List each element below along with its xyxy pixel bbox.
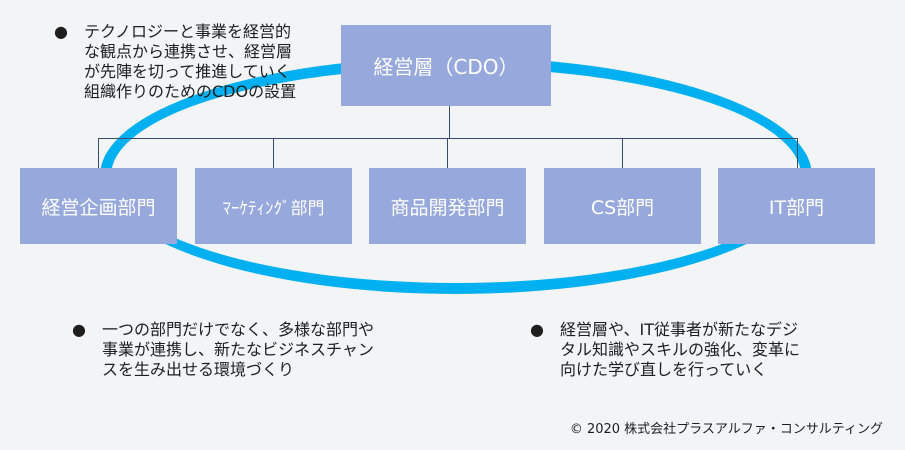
note-top-left: ● テクノロジーと事業を経営的 な観点から連携させ、経営層 が先陣を切って推進し…: [54, 22, 354, 102]
dept-label: 商品開発部門: [390, 196, 505, 219]
bullet-icon: ●: [54, 22, 68, 41]
note-bottom-right: ● 経営層や、IT従事者が新たなデジ タル知識やスキルの強化、変革に 向けた学び…: [530, 320, 860, 380]
connector-horizontal: [98, 138, 798, 139]
dept-box-product-dev: 商品開発部門: [369, 168, 526, 244]
dept-label: CS部門: [590, 196, 655, 219]
note-text: 経営層や、IT従事者が新たなデジ タル知識やスキルの強化、変革に 向けた学び直し…: [560, 320, 801, 379]
note-bottom-left: ● 一つの部門だけでなく、多様な部門や 事業が連携し、新たなビジネスチャン スを…: [72, 320, 452, 380]
dept-box-marketing: ﾏｰｹﾃｨﾝｸﾞ部門: [195, 168, 352, 244]
top-node-label: 経営層（CDO）: [373, 55, 519, 79]
note-text: テクノロジーと事業を経営的 な観点から連携させ、経営層 が先陣を切って推進してい…: [84, 22, 297, 101]
connector-drop-5: [797, 138, 798, 168]
dept-label: 経営企画部門: [41, 196, 156, 219]
dept-box-it: IT部門: [718, 168, 875, 244]
connector-vertical-top: [449, 106, 450, 138]
connector-drop-1: [98, 138, 99, 168]
note-text: 一つの部門だけでなく、多様な部門や 事業が連携し、新たなビジネスチャン スを生み…: [102, 320, 375, 379]
top-node-cdo: 経営層（CDO）: [341, 25, 551, 106]
connector-drop-2: [273, 138, 274, 168]
dept-box-cs: CS部門: [544, 168, 701, 244]
dept-label: ﾏｰｹﾃｨﾝｸﾞ部門: [222, 198, 325, 219]
copyright: © 2020 株式会社プラスアルファ・コンサルティング: [569, 422, 883, 437]
connector-drop-3: [447, 138, 448, 168]
bullet-icon: ●: [72, 320, 86, 339]
connector-drop-4: [622, 138, 623, 168]
bullet-icon: ●: [530, 320, 544, 339]
dept-box-planning: 経営企画部門: [20, 168, 177, 244]
dept-label: IT部門: [768, 196, 825, 219]
